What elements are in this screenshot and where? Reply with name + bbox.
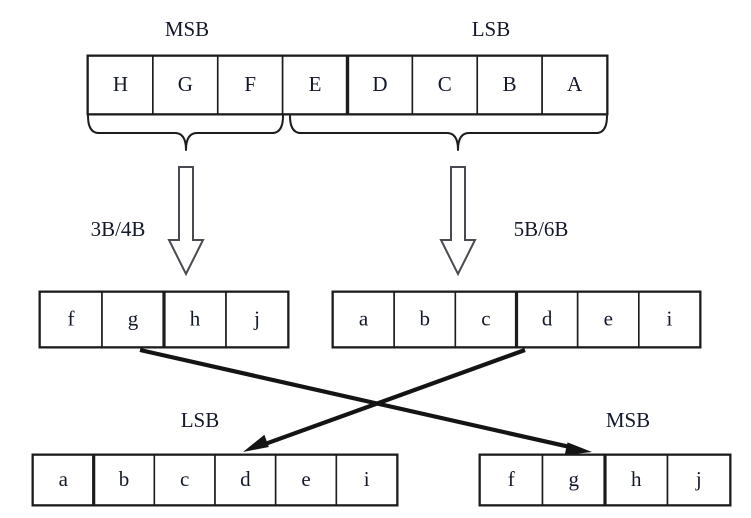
bottom-right-row-cell (479, 454, 544, 506)
middle-left-row-cell (225, 291, 289, 348)
top-row-cell (281, 55, 349, 115)
encoder-arrow-group: 3B/4B 5B/6B (91, 166, 569, 277)
brace-group (87, 115, 608, 151)
middle-left-row-cell-label: h (190, 306, 201, 330)
top-row-cell-label: H (113, 72, 128, 96)
middle-right-row-cell-label: c (481, 306, 490, 330)
bottom-left-row-cell (335, 454, 398, 506)
middle-left-row-cell-label: g (128, 306, 139, 330)
lsb-encoder-arrow (439, 166, 477, 277)
middle-right-row-cell-label: i (666, 306, 672, 330)
bottom-left-row-cell-label: a (59, 467, 69, 491)
top-row-cell (476, 55, 543, 115)
top-row-cell-label: E (309, 72, 322, 96)
bottom-left-row-cell-label: e (301, 467, 310, 491)
bottom-left-row-cell (153, 454, 216, 506)
top-row-cell (541, 55, 608, 115)
top-row-cell-label: A (567, 72, 583, 96)
lsb-label: LSB (181, 408, 220, 432)
msb-label: MSB (606, 408, 650, 432)
middle-right-row-cell (332, 291, 395, 348)
bottom-left-row-cell (214, 454, 277, 506)
bottom-left-row-cell-label: b (119, 467, 130, 491)
msb-encoder-arrow-label: 3B/4B (91, 217, 146, 241)
bottom-left-row-cell-label: i (364, 467, 370, 491)
top-row-cell (411, 55, 479, 115)
lsb-label: LSB (472, 17, 511, 41)
middle-right-row-cell-label: e (604, 306, 613, 330)
lsb-brace (289, 115, 608, 151)
middle-right-row-cell-label: a (359, 306, 369, 330)
top-row-cell-label: G (178, 72, 193, 96)
top-row-cell-label: D (372, 72, 387, 96)
middle-left-row-cell-label: f (68, 306, 75, 330)
middle-right-row-cell (576, 291, 640, 348)
top-row-cell (87, 55, 154, 115)
lsb-encoder-arrow-label: 5B/6B (514, 217, 569, 241)
left-to-right-cross-arrow-head (564, 442, 592, 456)
right-to-left-cross-arrow-head (243, 434, 269, 452)
bottom-right-row-cell-label: j (695, 467, 702, 491)
left-to-right-cross-arrow-shaft (139, 347, 573, 450)
cross-arrow-group (139, 347, 592, 456)
msb-encoder-arrow (167, 166, 205, 277)
bottom-left-row-cell-label: c (180, 467, 189, 491)
msb-label: MSB (165, 17, 209, 41)
bottom-right-row-cell (666, 454, 731, 506)
bottom-right-row-cell-label: f (508, 467, 515, 491)
middle-right-row-cell-label: b (420, 306, 431, 330)
middle-right-row-cell-label: d (542, 306, 553, 330)
top-row-cell (152, 55, 219, 115)
middle-right-row-cell (393, 291, 457, 348)
middle-right-row-cell (638, 291, 701, 348)
bottom-left-row-cell-label: d (240, 467, 251, 491)
right-to-left-cross-arrow-shaft (261, 348, 526, 448)
middle-left-row-cell (39, 291, 103, 348)
bottom-right-row-cell-label: g (569, 467, 580, 491)
bottom-left-row-cell (92, 454, 156, 506)
top-row-cell-label: F (244, 72, 256, 96)
top-row-cell-label: C (438, 72, 452, 96)
bottom-left-row-cell (32, 454, 95, 506)
bottom-right-row-cell-label: h (631, 467, 642, 491)
middle-left-row-cell-label: j (253, 306, 260, 330)
top-row-cell-label: B (503, 72, 517, 96)
msb-brace (87, 115, 284, 151)
label-group: MSB LSB LSB MSB (165, 17, 650, 432)
